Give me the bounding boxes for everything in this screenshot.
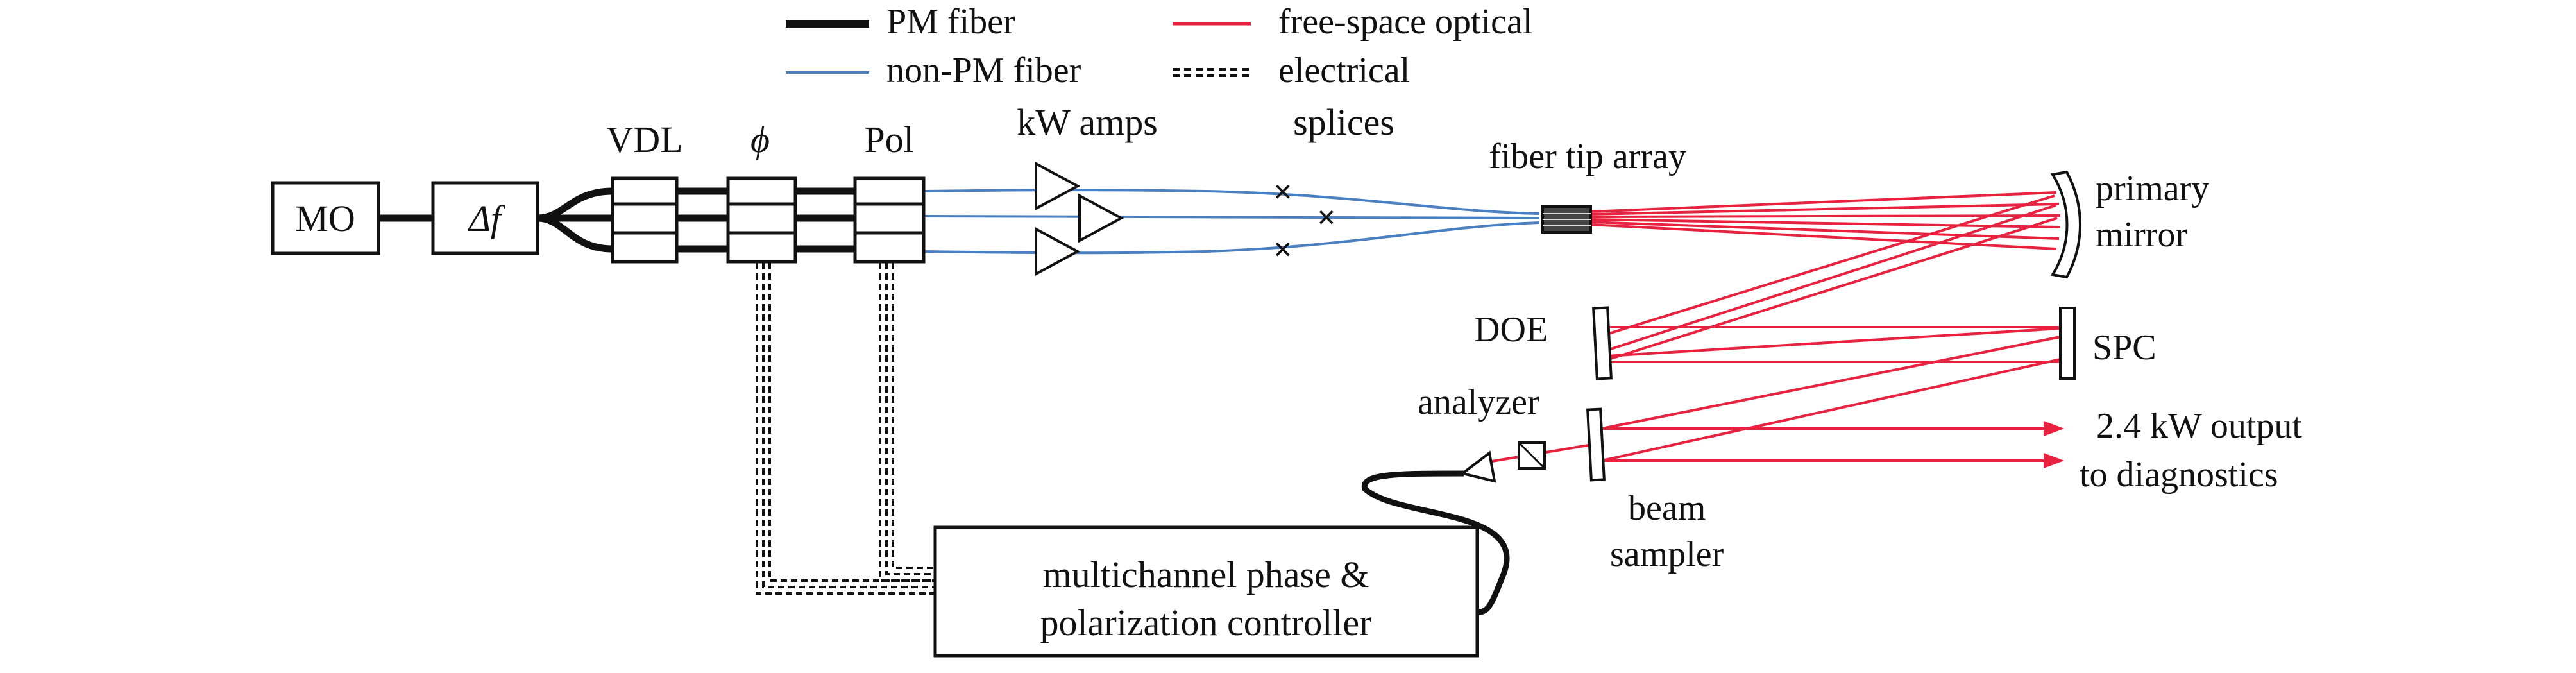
- output-label: 2.4 kW output to diagnostics: [2080, 406, 2302, 495]
- svg-text:×: ×: [1273, 174, 1292, 210]
- svg-text:primary: primary: [2096, 169, 2209, 209]
- legend-electrical-label: electrical: [1278, 51, 1410, 90]
- vdl-block: VDL: [606, 119, 683, 264]
- svg-text:polarization controller: polarization controller: [1040, 602, 1372, 643]
- svg-text:multichannel phase &: multichannel phase &: [1043, 554, 1369, 595]
- svg-text:Pol: Pol: [864, 119, 913, 160]
- svg-text:×: ×: [1317, 200, 1336, 236]
- legend-free-space-label: free-space optical: [1278, 2, 1532, 42]
- phase-modulator-block: ϕ: [726, 119, 797, 264]
- controller-box: multichannel phase & polarization contro…: [933, 525, 1479, 658]
- spc: SPC: [2059, 307, 2157, 380]
- svg-text:mirror: mirror: [2096, 215, 2187, 255]
- delta-f-box: Δf: [431, 181, 539, 255]
- free-space-beams: [1487, 191, 2061, 463]
- svg-text:VDL: VDL: [606, 119, 682, 160]
- pm-fibers: [378, 187, 1510, 616]
- svg-text:beam: beam: [1628, 488, 1706, 528]
- legend-non-pm-fiber-label: non-PM fiber: [886, 51, 1081, 90]
- svg-text:sampler: sampler: [1610, 534, 1724, 574]
- non-pm-fibers: [923, 189, 1540, 255]
- svg-text:to diagnostics: to diagnostics: [2080, 455, 2278, 495]
- svg-text:splices: splices: [1293, 101, 1394, 143]
- primary-mirror: primary mirror: [2050, 169, 2209, 279]
- svg-text:analyzer: analyzer: [1418, 382, 1539, 422]
- svg-text:MO: MO: [295, 198, 355, 239]
- legend: PM fiber non-PM fiber free-space optical…: [786, 2, 1532, 90]
- svg-text:SPC: SPC: [2092, 328, 2157, 368]
- fiber-tip-array: fiber tip array: [1489, 137, 1686, 234]
- splices: splices × × ×: [1273, 101, 1394, 268]
- svg-text:fiber tip array: fiber tip array: [1489, 137, 1686, 176]
- polarization-block: Pol: [853, 119, 926, 264]
- legend-pm-fiber-label: PM fiber: [886, 2, 1015, 42]
- beam-sampler: beam sampler: [1586, 407, 1724, 574]
- electrical-lines: [756, 263, 935, 595]
- analyzer: analyzer: [1418, 382, 1546, 483]
- output-arrowheads: [2044, 421, 2064, 468]
- svg-text:kW amps: kW amps: [1017, 101, 1158, 143]
- svg-text:ϕ: ϕ: [750, 119, 770, 160]
- doe: DOE: [1474, 306, 1613, 380]
- svg-text:2.4 kW output: 2.4 kW output: [2096, 406, 2302, 446]
- svg-text:Δf: Δf: [468, 198, 505, 239]
- mo-box: MO: [271, 181, 380, 255]
- kw-amplifiers: kW amps: [1017, 101, 1158, 277]
- legend-electrical-swatch: [1173, 68, 1251, 77]
- svg-text:×: ×: [1273, 232, 1292, 268]
- svg-text:DOE: DOE: [1474, 310, 1548, 350]
